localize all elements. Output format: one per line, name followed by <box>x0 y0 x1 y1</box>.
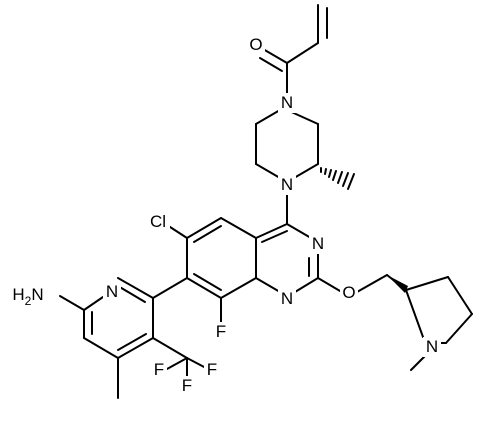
quinazoline-core <box>152 217 407 323</box>
atom-n-pyrimidine-3: N <box>312 234 324 253</box>
atom-f-cf3-b: F <box>207 360 217 379</box>
atom-f-quinazoline: F <box>216 322 226 341</box>
atom-n-pyrrolidine: N <box>426 337 438 356</box>
pyridine-ring <box>59 277 207 399</box>
atom-o-ether: O <box>342 283 355 302</box>
atom-labels: O N N N N O N Cl F H2N N F F F <box>4 33 441 396</box>
atom-n-piperazine-bottom: N <box>281 175 293 194</box>
atom-f-cf3-a: F <box>182 376 192 395</box>
atom-o-carbonyl: O <box>249 35 262 54</box>
piperazine-ring <box>255 109 355 225</box>
atom-nh2: H2N <box>12 285 43 308</box>
acryloyl-group <box>259 4 328 96</box>
atom-n-pyrimidine-1: N <box>281 289 293 308</box>
atom-n-piperazine-top: N <box>281 93 293 112</box>
atom-n-pyridine: N <box>106 282 118 301</box>
stereo-wedge <box>387 275 408 293</box>
stereo-methyl-hash <box>320 167 355 190</box>
atom-cl: Cl <box>150 212 166 231</box>
atom-f-cf3-c: F <box>154 360 164 379</box>
pyrrolidine-ring <box>387 275 473 371</box>
